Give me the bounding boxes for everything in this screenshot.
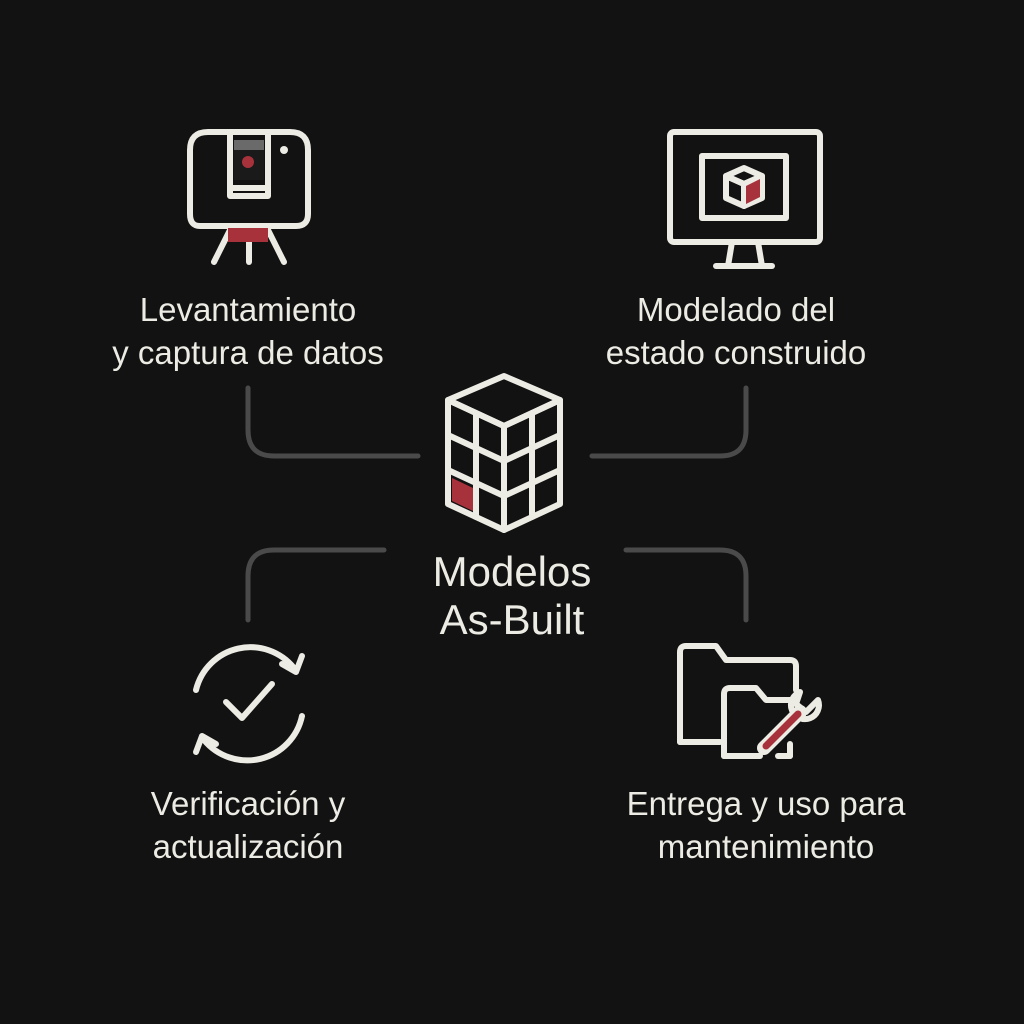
- connector-top-right: [589, 385, 749, 459]
- connector-bottom-right: [623, 547, 749, 623]
- center-title-line1: Modelos: [432, 548, 592, 595]
- node-label-line: Levantamiento: [139, 291, 357, 328]
- center-title-line2: As-Built: [439, 596, 585, 643]
- building-cube-icon: [445, 373, 563, 533]
- connector-top-left: [245, 385, 421, 459]
- folders-wrench-icon: [677, 643, 822, 759]
- node-label-delivery: Entrega y uso para mantenimiento: [556, 782, 976, 868]
- building-accent: [452, 478, 473, 511]
- node-label-line: actualización: [152, 828, 344, 865]
- node-label-line: y captura de datos: [112, 334, 384, 371]
- laser-scanner-icon: [187, 129, 311, 265]
- node-label-line: Entrega y uso para: [626, 785, 906, 822]
- node-label-line: Modelado del: [636, 291, 836, 328]
- monitor-cube-icon: [667, 129, 823, 269]
- node-label-verification: Verificación y actualización: [48, 782, 448, 868]
- node-label-line: estado construido: [605, 334, 867, 371]
- node-label-modeling: Modelado del estado construido: [536, 288, 936, 374]
- node-label-line: Verificación y: [150, 785, 346, 822]
- center-title: Modelos As-Built: [362, 548, 662, 644]
- sync-check-icon: [193, 644, 305, 764]
- connector-bottom-left: [245, 547, 387, 623]
- node-label-survey: Levantamiento y captura de datos: [48, 288, 448, 374]
- node-label-line: mantenimiento: [657, 828, 875, 865]
